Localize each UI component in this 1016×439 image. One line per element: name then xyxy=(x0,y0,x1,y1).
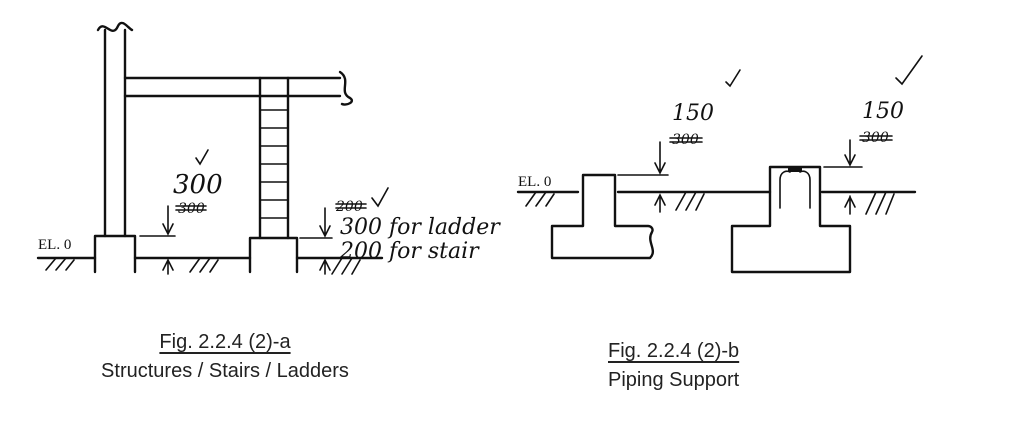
dimension-a-left xyxy=(139,205,176,275)
dim-label-b-right-new: 150 xyxy=(862,99,904,124)
check-mark-b1 xyxy=(725,69,741,88)
ground-hatch-a xyxy=(45,257,361,275)
figure-a-number: Fig. 2.2.4 (2)-a xyxy=(159,331,291,353)
figure-b-subtitle: Piping Support xyxy=(608,369,740,391)
figure-b-caption: Fig. 2.2.4 (2)-b Piping Support xyxy=(608,340,808,392)
support-left xyxy=(550,173,655,260)
el-label-b: EL. 0 xyxy=(518,174,551,190)
support-right xyxy=(730,165,852,274)
dim-label-b-left-new: 150 xyxy=(672,101,714,126)
note-ladder: 300 for ladder xyxy=(340,215,501,240)
strike-a1 xyxy=(175,205,207,211)
support-right-saddle xyxy=(779,170,811,209)
ladder-rungs xyxy=(259,109,289,219)
strike-b2 xyxy=(859,135,893,141)
figure-a-caption: Fig. 2.2.4 (2)-a Structures / Stairs / L… xyxy=(55,331,395,383)
check-mark-a2 xyxy=(371,187,389,208)
check-mark-b2 xyxy=(895,55,923,86)
strike-a2 xyxy=(335,203,367,209)
column-break-mark xyxy=(96,21,134,33)
dim-label-a-new: 300 xyxy=(173,170,223,200)
column-left xyxy=(103,28,127,238)
figure-a-drawing xyxy=(36,21,389,275)
el-label-a: EL. 0 xyxy=(38,237,71,253)
figure-b-drawing xyxy=(516,55,923,274)
dim-label-b-left-old: 300 xyxy=(672,132,699,148)
check-mark-a1 xyxy=(195,149,209,166)
dimension-b-left xyxy=(617,141,669,213)
dim-label-a-old-right: 200 xyxy=(335,199,363,215)
pedestal-right xyxy=(248,236,299,274)
dim-label-b-right-old: 300 xyxy=(862,130,889,146)
ladder-column xyxy=(258,76,290,240)
figure-a-subtitle: Structures / Stairs / Ladders xyxy=(101,360,349,382)
figure-b-number: Fig. 2.2.4 (2)-b xyxy=(608,340,740,362)
note-stair: 200 for stair xyxy=(339,239,480,264)
pedestal-left xyxy=(93,234,137,274)
dimension-b-right xyxy=(823,139,863,215)
strike-b1 xyxy=(669,137,703,143)
beam-break-mark xyxy=(338,70,354,106)
dimension-a-right xyxy=(299,207,333,275)
dim-label-a-old: 300 xyxy=(178,201,205,217)
ground-hatch-b xyxy=(525,191,895,215)
beam xyxy=(123,76,342,98)
